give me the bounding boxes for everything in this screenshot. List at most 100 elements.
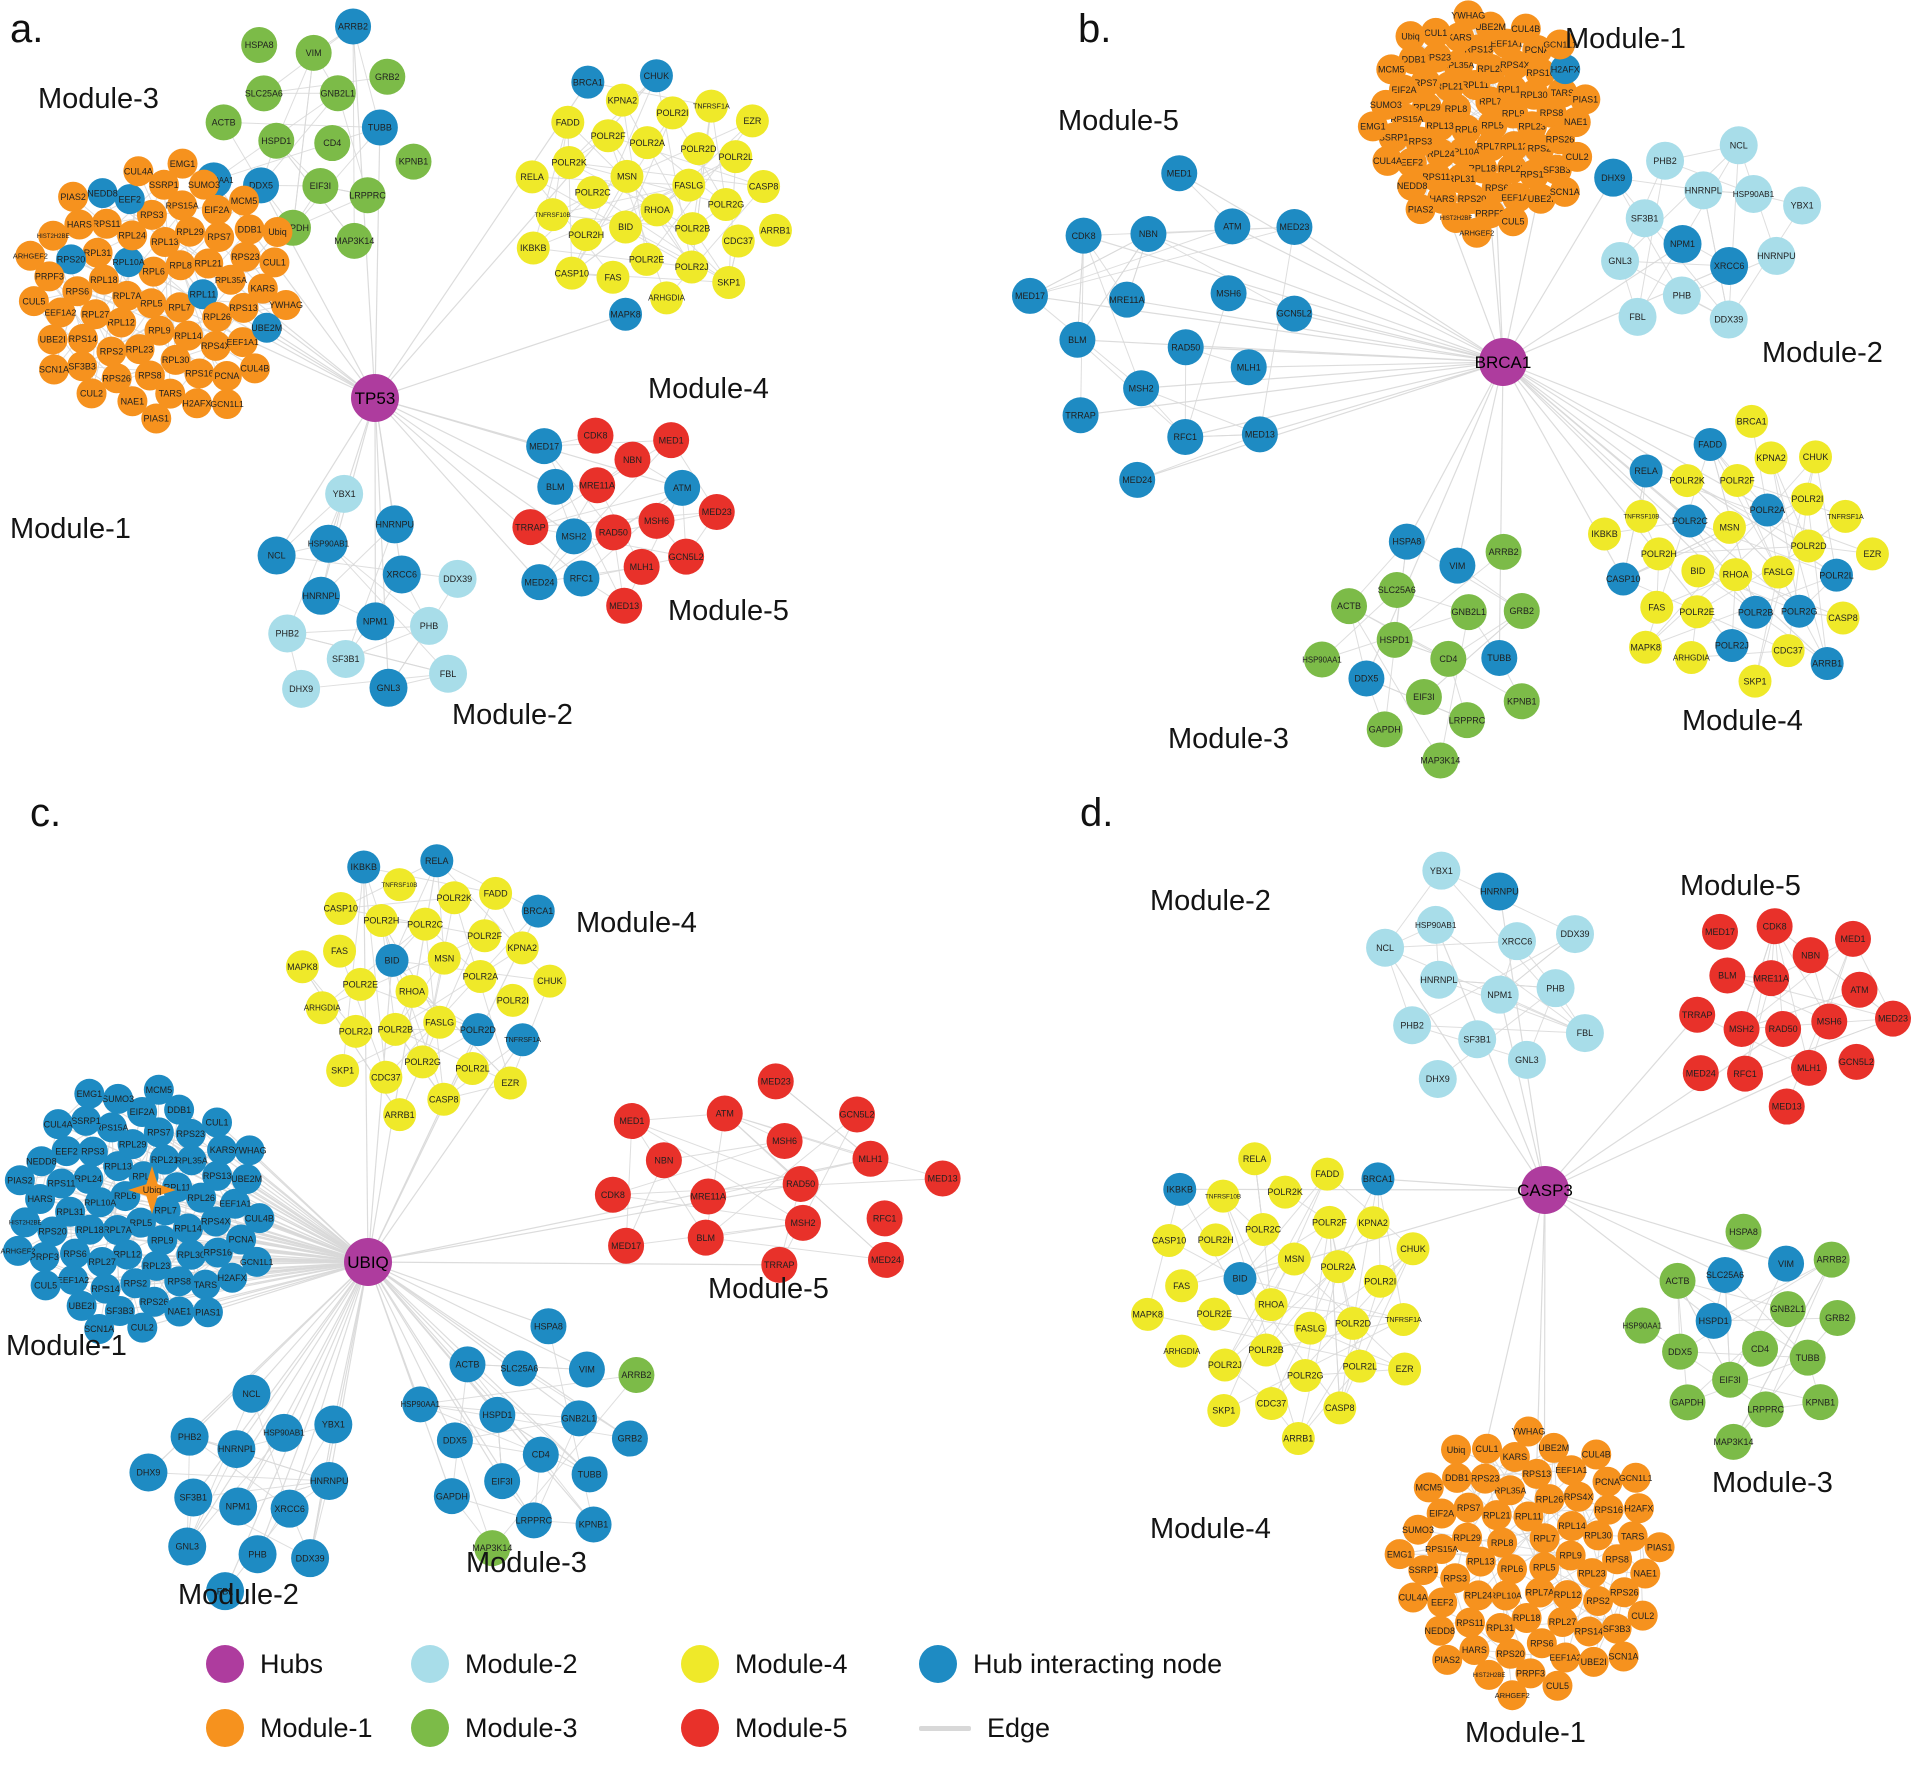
node-MCM5: MCM5	[229, 185, 260, 216]
svg-text:TUBB: TUBB	[1796, 1353, 1820, 1363]
svg-text:PIAS2: PIAS2	[1434, 1655, 1460, 1665]
svg-text:RPL18: RPL18	[76, 1225, 104, 1235]
node-RPL24: RPL24	[117, 220, 148, 251]
svg-text:MED24: MED24	[871, 1255, 901, 1265]
svg-text:MCM5: MCM5	[231, 196, 258, 206]
node-GRB2: GRB2	[369, 58, 406, 95]
svg-text:PIAS1: PIAS1	[1573, 95, 1599, 105]
node-PRPF3: PRPF3	[34, 261, 65, 292]
svg-text:RPL27: RPL27	[82, 309, 110, 319]
svg-text:TP53: TP53	[355, 389, 396, 408]
node-RELA: RELA	[1238, 1142, 1272, 1176]
svg-text:RPS3: RPS3	[1409, 137, 1433, 147]
node-PIAS2: PIAS2	[1405, 194, 1436, 225]
node-PHB2: PHB2	[170, 1417, 209, 1456]
module-label-c-module-3: Module-3	[466, 1547, 587, 1579]
node-CDK8: CDK8	[1756, 908, 1793, 945]
svg-text:GCN1L1: GCN1L1	[210, 399, 244, 409]
svg-text:MED24: MED24	[1122, 475, 1152, 485]
node-RPL10A: RPL10A	[84, 1187, 116, 1218]
node-CUL1: CUL1	[1420, 17, 1451, 48]
node-UBE2M: UBE2M	[1475, 11, 1506, 42]
svg-text:PIAS1: PIAS1	[1647, 1542, 1673, 1552]
node-MED17: MED17	[1011, 277, 1048, 314]
svg-text:RPL29: RPL29	[1413, 103, 1441, 113]
node-ARHGDIA: ARHGDIA	[648, 281, 686, 315]
node-GNL3: GNL3	[168, 1527, 207, 1566]
svg-text:PRPF3: PRPF3	[35, 272, 64, 282]
svg-text:XRCC6: XRCC6	[1714, 261, 1745, 271]
node-RPS23: RPS23	[1470, 1463, 1501, 1494]
svg-text:EEF1A1: EEF1A1	[1555, 1465, 1587, 1475]
svg-text:POLR2B: POLR2B	[378, 1025, 414, 1035]
svg-text:DHX9: DHX9	[136, 1468, 160, 1478]
svg-text:ARRB1: ARRB1	[760, 225, 790, 235]
node-RPS15A: RPS15A	[1425, 1534, 1458, 1565]
svg-text:RPS7: RPS7	[1414, 78, 1438, 88]
node-MSN: MSN	[427, 941, 461, 975]
node-PCNA: PCNA	[226, 1224, 257, 1255]
svg-text:CHUK: CHUK	[1400, 1244, 1426, 1254]
svg-text:CD4: CD4	[1751, 1344, 1769, 1354]
svg-text:TNFRSF1A: TNFRSF1A	[504, 1036, 541, 1044]
svg-text:DDB1: DDB1	[1445, 1473, 1469, 1483]
svg-text:GCN1L1: GCN1L1	[1619, 1473, 1653, 1483]
svg-text:POLR2A: POLR2A	[1321, 1262, 1357, 1272]
node-RPL21: RPL21	[1481, 1500, 1512, 1531]
node-LRPPRC: LRPPRC	[1449, 702, 1486, 739]
svg-text:CASP10: CASP10	[1152, 1236, 1187, 1246]
node-TUBB: TUBB	[571, 1456, 608, 1493]
svg-text:GCN1L1: GCN1L1	[1543, 39, 1577, 49]
node-EEF1A2: EEF1A2	[1501, 182, 1533, 213]
svg-text:FBL: FBL	[1629, 312, 1646, 322]
svg-text:RPL29: RPL29	[176, 227, 204, 237]
node-FASLG: FASLG	[1761, 555, 1795, 589]
node-MED23: MED23	[1875, 1000, 1912, 1037]
node-UBE2I: UBE2I	[37, 324, 68, 355]
node-SCN1A: SCN1A	[1609, 1641, 1639, 1672]
node-RPL27: RPL27	[80, 299, 111, 330]
node-ACTB: ACTB	[1331, 588, 1368, 625]
node-RPL7A: RPL7A	[102, 1214, 133, 1245]
panel-d: NPM1HNRNPLXRCC6SF3B1HSP90AB1PHBPHB2HNRNP…	[1080, 791, 1912, 1749]
node-GAPDH: GAPDH	[433, 1478, 470, 1515]
node-HARS: HARS	[1459, 1634, 1490, 1665]
node-KPNA2: KPNA2	[605, 83, 639, 117]
node-LRPPRC: LRPPRC	[1748, 1391, 1785, 1428]
node-MAPK8: MAPK8	[1131, 1297, 1165, 1331]
svg-text:CDC37: CDC37	[1257, 1399, 1287, 1409]
node-EEF2: EEF2	[1396, 147, 1427, 178]
svg-text:NPM1: NPM1	[363, 617, 388, 627]
svg-text:POLR2A: POLR2A	[629, 138, 665, 148]
svg-text:RPL12: RPL12	[107, 318, 135, 328]
svg-text:RPL5: RPL5	[1533, 1562, 1556, 1572]
svg-text:GNB2L1: GNB2L1	[1451, 607, 1486, 617]
svg-text:MAPK8: MAPK8	[287, 962, 318, 972]
node-POLR2J: POLR2J	[1208, 1348, 1242, 1382]
svg-text:HSPA8: HSPA8	[534, 1321, 563, 1331]
node-RPS26: RPS26	[101, 363, 132, 394]
node-HNRNPU: HNRNPU	[375, 505, 414, 544]
node-TRRAP: TRRAP	[1679, 996, 1716, 1033]
node-CDC37: CDC37	[1771, 634, 1805, 668]
node-RPS11: RPS11	[46, 1168, 77, 1199]
svg-text:SKP1: SKP1	[1744, 676, 1767, 686]
svg-text:MED17: MED17	[1015, 291, 1045, 301]
svg-text:PHB2: PHB2	[1653, 156, 1677, 166]
node-CUL4B: CUL4B	[244, 1203, 275, 1234]
svg-text:POLR2D: POLR2D	[1791, 541, 1828, 551]
node-SF3B1: SF3B1	[1458, 1020, 1497, 1059]
node-RPL5: RPL5	[136, 288, 167, 319]
node-POLR2D: POLR2D	[1791, 529, 1828, 563]
svg-text:YWHAG: YWHAG	[233, 1145, 267, 1155]
svg-text:MCM5: MCM5	[1378, 64, 1405, 74]
svg-text:MSH2: MSH2	[561, 532, 586, 542]
svg-text:HARS: HARS	[67, 220, 92, 230]
svg-text:KARS: KARS	[1447, 32, 1472, 42]
svg-text:RPL26: RPL26	[187, 1193, 215, 1203]
svg-text:CUL5: CUL5	[1502, 216, 1525, 226]
legend-label: Module-1	[260, 1712, 373, 1743]
node-POLR2H: POLR2H	[363, 903, 399, 937]
node-POLR2C: POLR2C	[407, 907, 444, 941]
svg-text:EEF1A1: EEF1A1	[219, 1199, 251, 1209]
